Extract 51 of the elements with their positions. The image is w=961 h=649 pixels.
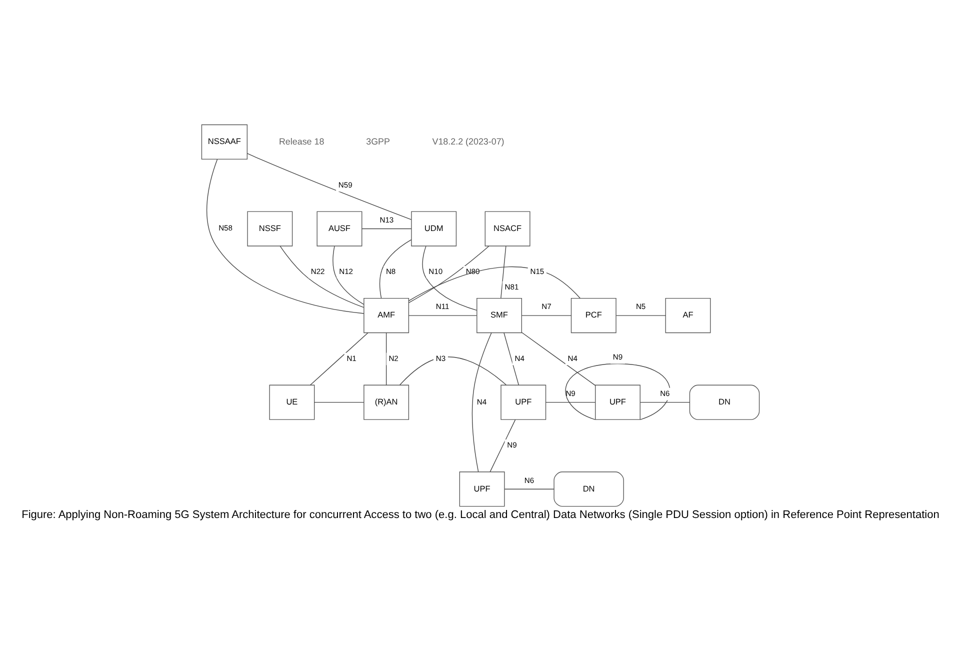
connector bbox=[504, 332, 520, 386]
connector bbox=[408, 315, 478, 316]
edge-label: N4 bbox=[568, 354, 578, 363]
edge-label: N9 bbox=[566, 388, 576, 398]
connector bbox=[504, 488, 554, 490]
edge-label: N59 bbox=[338, 180, 352, 190]
connector bbox=[565, 363, 670, 420]
edge-label: N12 bbox=[339, 267, 354, 276]
edge-label: N3 bbox=[436, 354, 446, 363]
caption: Figure: Applying Non-Roaming 5G System Architecture for concurrent Access to two (e.g. Local and Central) Data Networks (Single PDU Session option) in Reference Point Representation bbox=[22, 508, 940, 521]
connector bbox=[379, 239, 412, 298]
connector bbox=[490, 419, 516, 472]
label: V18.2.2 (2023-07) bbox=[432, 136, 504, 146]
edge-label: N6 bbox=[524, 476, 534, 485]
edge-label: N81 bbox=[504, 282, 519, 292]
connector bbox=[408, 246, 490, 304]
edge-label: N22 bbox=[310, 267, 325, 276]
connector bbox=[500, 246, 506, 299]
edge-label: N10 bbox=[428, 267, 443, 276]
edge-label: N7 bbox=[542, 302, 552, 312]
connector bbox=[422, 246, 478, 311]
edge-label: N8 bbox=[386, 267, 396, 276]
connector bbox=[522, 315, 572, 316]
edge-label: N13 bbox=[380, 215, 394, 224]
connector bbox=[616, 315, 666, 316]
connector bbox=[332, 246, 364, 305]
connector bbox=[399, 356, 506, 386]
edge-label: N4 bbox=[514, 354, 524, 363]
edge-label: N9 bbox=[612, 352, 623, 362]
connector bbox=[522, 332, 596, 386]
connector bbox=[280, 246, 364, 308]
label: Release 18 bbox=[278, 136, 324, 146]
connector bbox=[362, 228, 412, 230]
connector bbox=[640, 402, 690, 403]
edge-label: N15 bbox=[530, 267, 544, 276]
connector bbox=[206, 158, 364, 314]
connector bbox=[310, 332, 368, 386]
label: 3GPP bbox=[366, 136, 390, 146]
connector bbox=[472, 332, 492, 472]
connector bbox=[386, 332, 387, 386]
edge-label: N5 bbox=[636, 302, 646, 312]
connector bbox=[546, 402, 596, 403]
edge-label: N9 bbox=[507, 440, 517, 450]
edge-label: N4 bbox=[476, 397, 487, 406]
connector bbox=[246, 153, 412, 220]
connector bbox=[314, 402, 364, 403]
edge-label: N6 bbox=[660, 388, 670, 398]
edge-label: N1 bbox=[346, 354, 356, 363]
edge-label: N11 bbox=[436, 302, 450, 312]
edge-label: N2 bbox=[388, 354, 398, 363]
edge-label: N58 bbox=[218, 224, 232, 233]
